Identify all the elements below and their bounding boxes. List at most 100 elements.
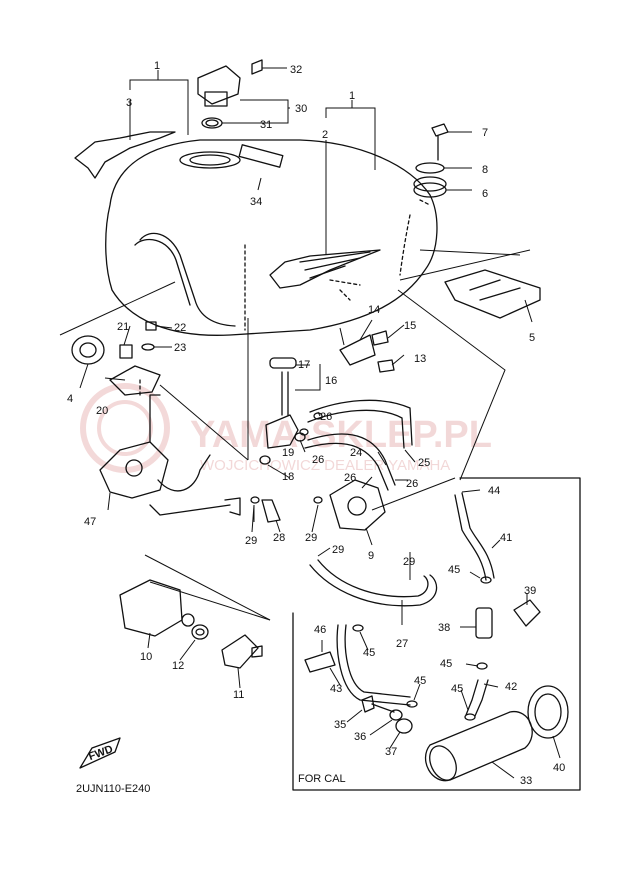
stay-14 <box>339 334 376 366</box>
pump-body-10 <box>119 579 183 637</box>
bolt-35 <box>361 695 395 713</box>
washer-8 <box>415 162 445 174</box>
part-label: 2 <box>322 129 328 141</box>
part-label: 31 <box>260 119 272 131</box>
part-label: 23 <box>174 342 186 354</box>
part-label: 1 <box>349 90 355 102</box>
part-label: 18 <box>282 471 294 483</box>
tank-label-34 <box>238 144 284 168</box>
cover-40 <box>527 685 569 739</box>
part-label: 10 <box>140 651 152 663</box>
part-label: 12 <box>172 660 184 672</box>
fwd-label: FWD <box>87 743 115 763</box>
part-label: 4 <box>67 393 73 405</box>
part-label: 28 <box>273 532 285 544</box>
part-label: 36 <box>354 731 366 743</box>
part-label: 29 <box>305 532 317 544</box>
hose-43 <box>336 624 411 706</box>
part-label: 29 <box>245 535 257 547</box>
part-label: 6 <box>482 188 488 200</box>
part-label: 19 <box>282 447 294 459</box>
part-label: 5 <box>529 332 535 344</box>
cushion-4 <box>71 335 105 365</box>
part-label: 16 <box>325 375 337 387</box>
fuel-pump-47 <box>99 441 169 499</box>
canister-33 <box>424 711 533 782</box>
part-label: 42 <box>505 681 517 693</box>
filter-38 <box>475 607 493 639</box>
part-label: 44 <box>488 485 500 497</box>
fuel-tank <box>105 139 438 336</box>
hose-28 <box>261 499 281 523</box>
part-label: 24 <box>350 447 362 459</box>
clamp-45-e <box>406 700 418 708</box>
part-label: 22 <box>174 322 186 334</box>
region-box-label: FOR CAL <box>298 773 346 785</box>
part-label: 41 <box>500 532 512 544</box>
clamp-29-b <box>313 496 323 504</box>
oring-12 <box>191 624 209 640</box>
part-label: 45 <box>448 564 460 576</box>
damper-37 <box>395 718 413 734</box>
part-label: 26 <box>320 411 332 423</box>
part-label: 21 <box>117 321 129 333</box>
watermark: YAMA-SKLEP.PL WOJCICHOWICZ DEALER YAMAHA <box>80 383 492 474</box>
part-label: 37 <box>385 746 397 758</box>
clamp-45-b <box>476 662 488 670</box>
part-label: 38 <box>438 622 450 634</box>
cal-region-box <box>292 477 581 791</box>
leader-lines <box>59 67 561 779</box>
part-label: 35 <box>334 719 346 731</box>
washer-23 <box>141 343 155 351</box>
clamp-26-b <box>299 428 309 436</box>
part-label: 7 <box>482 127 488 139</box>
part-label: 9 <box>368 550 374 562</box>
part-label: 30 <box>295 103 307 115</box>
clamp-29-a <box>250 496 260 504</box>
part-label: 11 <box>233 689 244 701</box>
clamp-45-c <box>464 713 476 721</box>
bolt-21 <box>119 344 133 359</box>
part-label: 20 <box>96 405 108 417</box>
part-label: 45 <box>451 683 463 695</box>
fuel-filler-neck <box>179 151 241 169</box>
part-label: 29 <box>332 544 344 556</box>
bolt-15 <box>371 330 389 346</box>
part-label: 32 <box>290 64 302 76</box>
watermark-tagline: WOJCICHOWICZ DEALER YAMAHA <box>200 457 450 474</box>
cap-screw <box>251 59 263 75</box>
part-label: 26 <box>312 454 324 466</box>
clip-39 <box>513 599 541 627</box>
part-label: 33 <box>520 775 532 787</box>
screw-18 <box>259 455 271 465</box>
bolt-13 <box>377 359 395 373</box>
fuel-pump-9 <box>329 479 386 531</box>
bracket-20 <box>109 365 161 396</box>
part-label: 45 <box>414 675 426 687</box>
fwd-arrow-icon <box>79 737 121 769</box>
part-label: 45 <box>440 658 452 670</box>
hose-27 <box>309 564 438 607</box>
part-label: 43 <box>330 683 342 695</box>
part-label: 29 <box>403 556 415 568</box>
fuel-cock-16 <box>265 414 299 449</box>
part-label: 40 <box>553 762 565 774</box>
part-label: 3 <box>126 97 132 109</box>
part-label: 46 <box>314 624 326 636</box>
hose-left <box>157 454 211 492</box>
part-label: 39 <box>524 585 536 597</box>
watermark-brand: YAMA-SKLEP.PL <box>190 414 492 456</box>
part-label: 27 <box>396 638 408 650</box>
part-label: 13 <box>414 353 426 365</box>
hose-24 <box>309 399 413 446</box>
clamp-45-a <box>480 576 492 584</box>
part-label: 26 <box>406 478 418 490</box>
part-label: 8 <box>482 164 488 176</box>
screw-22 <box>145 321 157 331</box>
clamp-45-d <box>352 624 364 632</box>
part-labels: 1 1 2 3 4 5 6 7 8 9 10 11 12 13 14 15 16… <box>67 60 565 787</box>
part-label: 15 <box>404 320 416 332</box>
diagram-code: 2UJN110-E240 <box>76 783 150 795</box>
